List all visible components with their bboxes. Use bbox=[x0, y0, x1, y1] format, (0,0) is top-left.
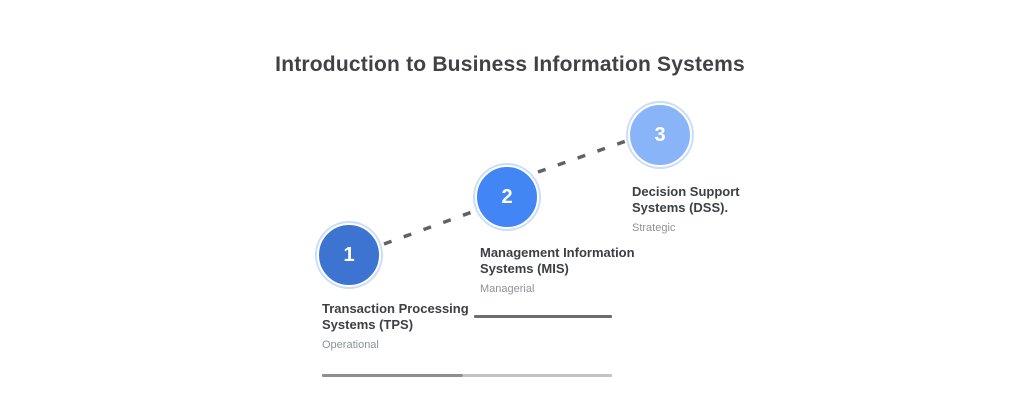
step-label-1: Transaction Processing Systems (TPS) Ope… bbox=[322, 301, 469, 351]
step-3-title-line-1: Decision Support bbox=[632, 184, 740, 199]
step-2-title-line-2: Systems (MIS) bbox=[480, 261, 569, 276]
step-2-subtitle: Managerial bbox=[480, 283, 535, 295]
step-3-subtitle: Strategic bbox=[632, 222, 676, 234]
divider-under-step-1-extension bbox=[463, 374, 612, 377]
connector-dashes-step2-step3 bbox=[537, 139, 627, 174]
step-number-2: 2 bbox=[501, 185, 513, 208]
divider-under-step-1 bbox=[322, 374, 463, 377]
connector-dashes-step1-step2 bbox=[383, 210, 473, 246]
divider-under-step-2 bbox=[474, 315, 612, 318]
step-circle-1: 1 bbox=[317, 223, 381, 287]
step-label-2: Management Information Systems (MIS) Man… bbox=[480, 245, 635, 295]
diagram-title: Introduction to Business Information Sys… bbox=[275, 53, 745, 76]
step-circle-2: 2 bbox=[475, 165, 539, 229]
step-number-1: 1 bbox=[343, 243, 355, 266]
step-circle-3: 3 bbox=[628, 103, 692, 167]
step-1-subtitle: Operational bbox=[322, 339, 379, 351]
step-2-title-line-1: Management Information bbox=[480, 245, 635, 260]
step-1-title-line-2: Systems (TPS) bbox=[322, 317, 414, 332]
step-number-3: 3 bbox=[654, 123, 666, 146]
step-label-3: Decision Support Systems (DSS). Strategi… bbox=[632, 184, 740, 234]
step-1-title-line-1: Transaction Processing bbox=[322, 301, 469, 316]
step-3-title-line-2: Systems (DSS). bbox=[632, 200, 729, 215]
